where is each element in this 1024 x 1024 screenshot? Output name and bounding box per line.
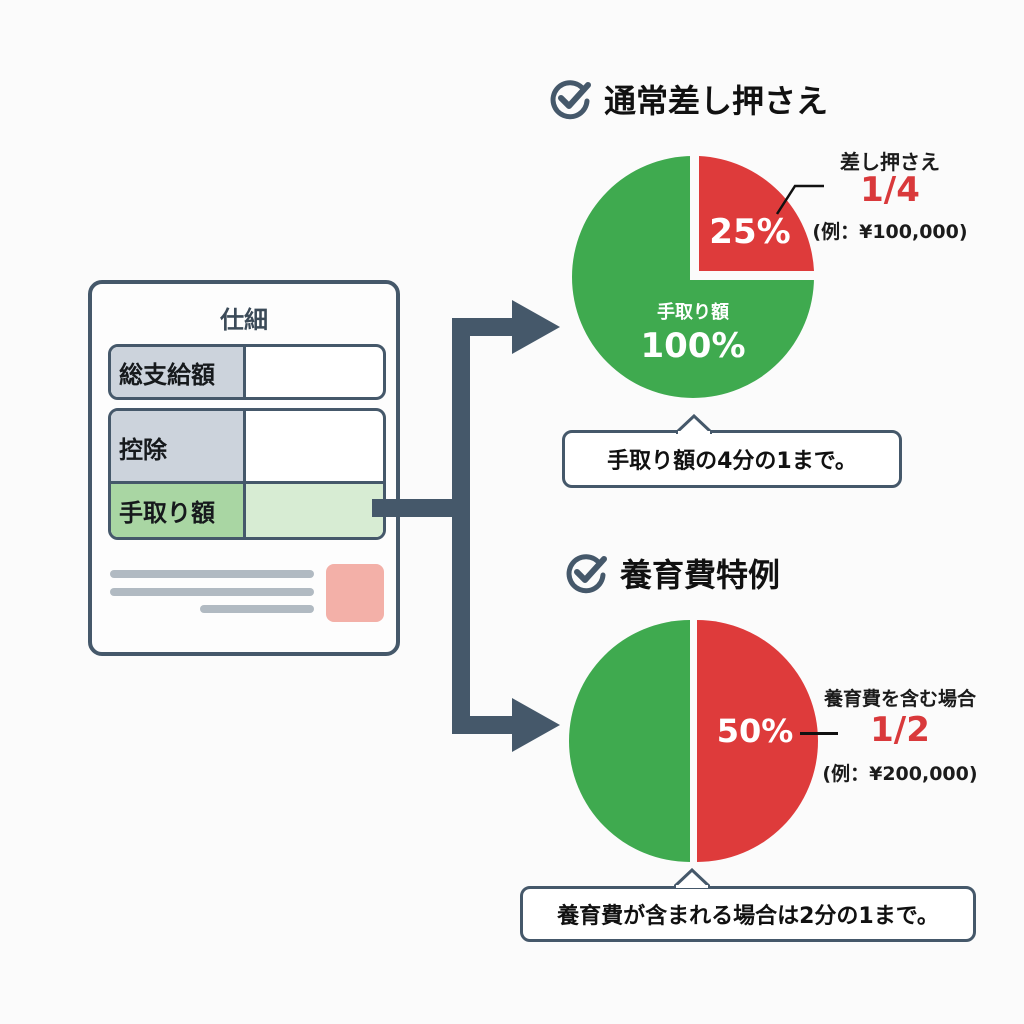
check-circle-icon <box>550 80 591 120</box>
callout-title: 差し押さえ <box>840 150 940 174</box>
bubble-pointer <box>674 868 710 888</box>
payslip-title: 仕細 <box>220 306 268 334</box>
leader-line <box>800 732 838 735</box>
callout-example: (例：¥200,000) <box>822 763 978 785</box>
pie2-red-label: 50% <box>716 712 794 750</box>
pie-slice-garnish <box>699 156 814 271</box>
row-divider <box>111 481 383 484</box>
callout-title: 養育費を含む場合 <box>823 688 976 710</box>
normal-rule-bubble: 手取り額の4分の1まで。 <box>562 430 902 488</box>
pie1-red-label: 25% <box>709 212 791 252</box>
bubble-text: 養育費が含まれる場合は2分の1まで。 <box>557 904 939 929</box>
callout-fraction: 1/2 <box>870 710 930 750</box>
callout-example: (例：¥100,000) <box>812 221 968 243</box>
normal-garnishment-heading: 通常差し押さえ <box>548 76 828 122</box>
leader-line <box>775 184 824 215</box>
deduction-net-rows: 控除 手取り額 <box>108 408 386 540</box>
pie1-green-label: 手取り額 <box>657 302 729 323</box>
text-line-placeholder <box>110 588 314 596</box>
normal-pie-chart <box>572 156 814 398</box>
check-circle-icon <box>566 554 607 594</box>
net-pay-value-cell <box>243 484 383 537</box>
heading-text: 通常差し押さえ <box>604 82 829 120</box>
support-rule-bubble: 養育費が含まれる場合は2分の1まで。 <box>520 886 976 942</box>
net-pay-label: 手取り額 <box>111 484 246 537</box>
gross-pay-label: 総支給額 <box>111 347 246 397</box>
deduction-label: 控除 <box>111 411 246 483</box>
bubble-text: 手取り額の4分の1まで。 <box>607 449 857 474</box>
text-line-placeholder <box>110 570 314 578</box>
heading-text: 養育費特例 <box>620 556 781 594</box>
callout-fraction: 1/4 <box>860 170 920 210</box>
pie-slice-garnish <box>697 620 818 862</box>
text-line-placeholder <box>200 605 314 613</box>
payslip-card: 仕細 総支給額 控除 手取り額 <box>88 280 400 656</box>
pie1-green-value: 100% <box>640 326 746 366</box>
bubble-pointer <box>676 414 712 434</box>
support-pie-chart <box>569 620 818 862</box>
child-support-heading: 養育費特例 <box>564 550 780 596</box>
gross-pay-row: 総支給額 <box>108 344 386 400</box>
pie-slice-remaining <box>569 620 690 862</box>
seal-stamp <box>326 564 384 622</box>
